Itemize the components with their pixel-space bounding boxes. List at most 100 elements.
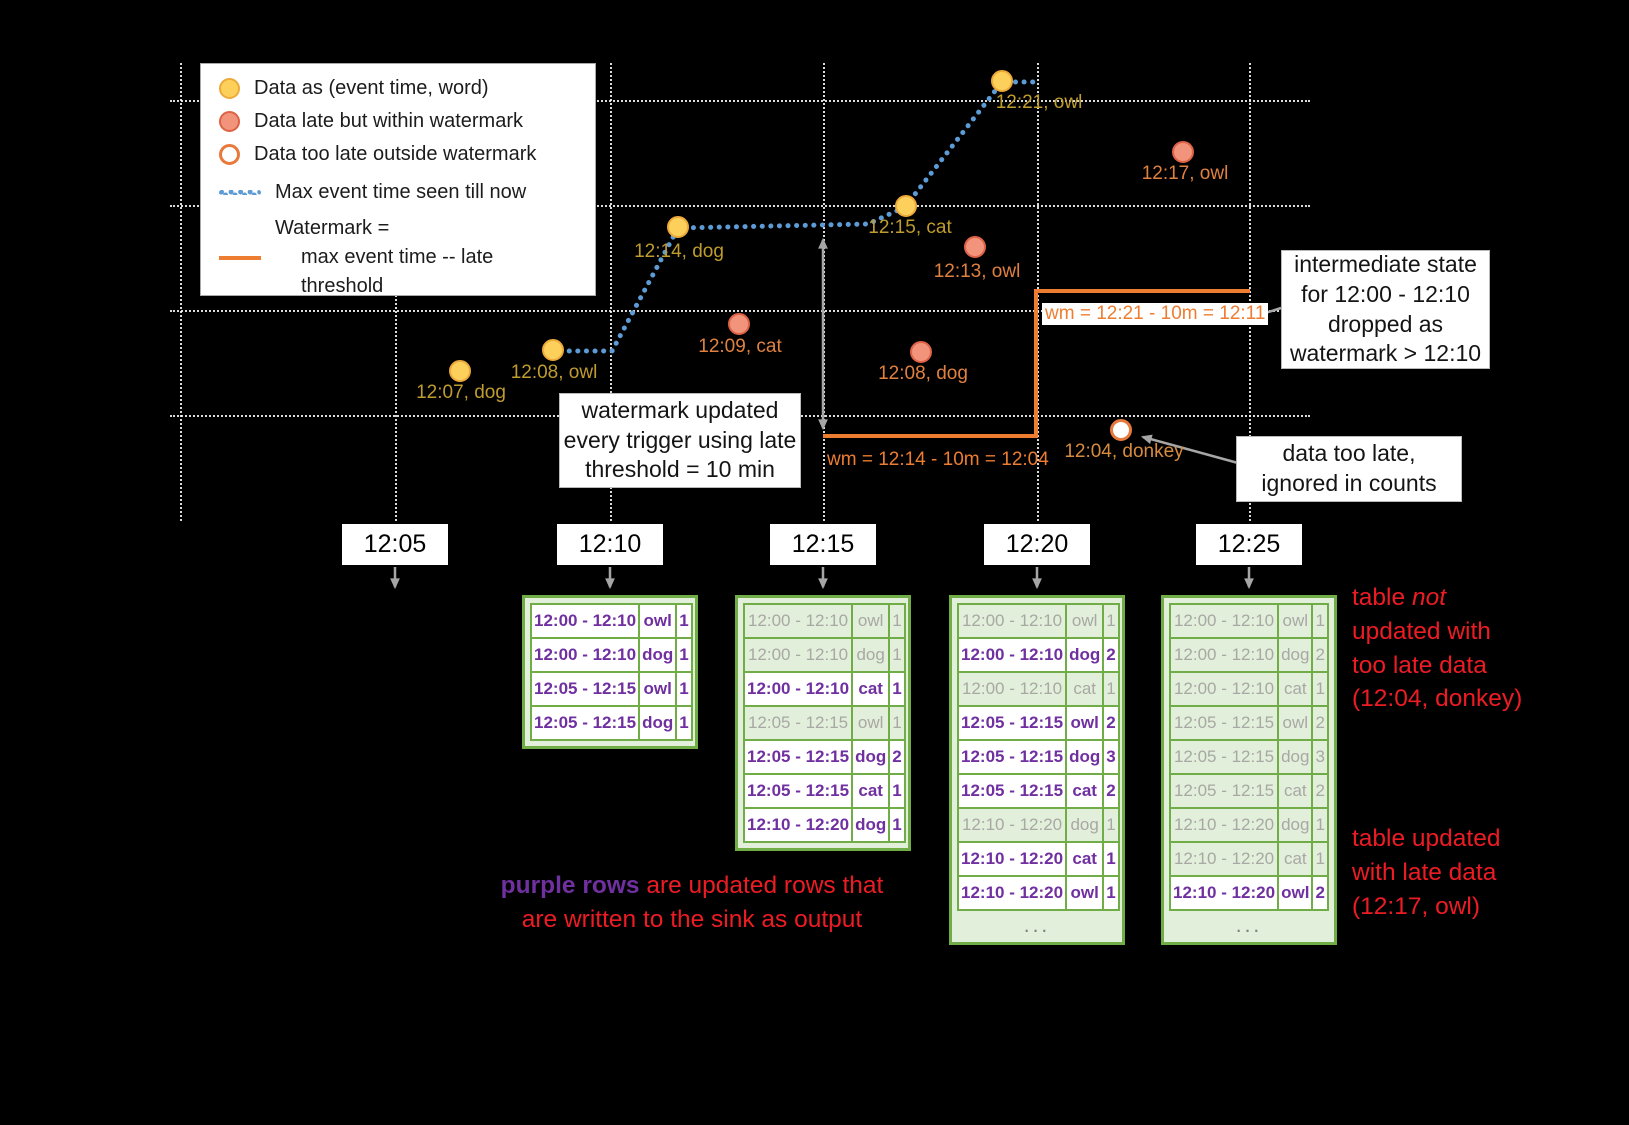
count-cell: 1 [1102,671,1120,707]
window-cell: 12:00 - 12:10 [1168,603,1280,639]
data-point-label: 12:21, owl [995,92,1083,113]
count-cell: 2 [888,739,906,775]
word-cell: dog [1065,807,1105,843]
legend: Data as (event time, word) Data late but… [200,63,596,297]
word-cell: cat [851,773,891,809]
count-cell: 2 [1311,875,1329,911]
gridline-vertical [823,63,825,521]
window-cell: 12:05 - 12:15 [1168,705,1280,741]
trigger-time-label: 12:05 [342,524,448,565]
data-point-label: 12:04, donkey [1064,441,1184,462]
word-cell: dog [851,637,891,673]
word-cell: owl [1065,705,1105,741]
window-cell: 12:00 - 12:10 [742,637,854,673]
legend-watermark-line1: Watermark = [275,217,390,239]
count-cell: 1 [888,603,906,639]
window-cell: 12:10 - 12:20 [1168,875,1280,911]
word-cell: cat [1277,773,1314,809]
data-point-label: 12:08, owl [510,362,598,383]
count-cell: 2 [1102,637,1120,673]
window-cell: 12:10 - 12:20 [956,875,1068,911]
word-cell: dog [638,637,678,673]
window-cell: 12:05 - 12:15 [742,773,854,809]
window-cell: 12:05 - 12:15 [956,773,1068,809]
data-point-toolate [1110,419,1132,441]
word-cell: cat [1065,773,1105,809]
word-cell: cat [1277,671,1314,707]
sink-note-rest: are updated rows that are written to the… [521,872,884,933]
window-cell: 12:10 - 12:20 [1168,807,1280,843]
dotted-line-icon [219,190,261,195]
trigger-time-label: 12:25 [1196,524,1302,565]
ellipsis-row: ... [1235,914,1263,937]
window-cell: 12:00 - 12:10 [956,637,1068,673]
word-cell: dog [1277,807,1314,843]
gridline-vertical [180,63,182,521]
window-cell: 12:05 - 12:15 [956,705,1068,741]
count-cell: 1 [675,671,693,707]
data-point-label: 12:13, owl [933,261,1021,282]
window-cell: 12:00 - 12:10 [742,603,854,639]
window-cell: 12:00 - 12:10 [529,603,641,639]
word-cell: dog [1277,637,1314,673]
legend-label: Data as (event time, word) [254,77,489,99]
late-point-icon [219,111,240,132]
trigger-time-label: 12:20 [984,524,1090,565]
callout-data-too-late: data too late, ignored in counts [1236,436,1462,502]
count-cell: 1 [1311,603,1329,639]
legend-label: Max event time seen till now [275,181,527,203]
trigger-time-label: 12:10 [557,524,663,565]
word-cell: cat [1065,671,1105,707]
callout-watermark-updated: watermark updated every trigger using la… [559,393,801,488]
data-point-label: 12:07, dog [416,382,506,403]
window-cell: 12:10 - 12:20 [956,807,1068,843]
data-point-label: 12:15, cat [868,217,952,238]
data-point-late [964,236,986,258]
legend-item: Max event time seen till now [219,181,577,204]
data-point-label: 12:14, dog [634,241,724,262]
trigger-time-label: 12:15 [770,524,876,565]
data-point-ontime [542,339,564,361]
data-point-label: 12:09, cat [698,336,782,357]
word-cell: cat [1277,841,1314,877]
count-cell: 1 [675,637,693,673]
word-cell: owl [1277,705,1314,741]
word-cell: dog [638,705,678,741]
gridline-vertical [1249,63,1251,521]
data-point-label: 12:08, dog [878,363,968,384]
data-point-late [1172,141,1194,163]
count-cell: 1 [1102,807,1120,843]
count-cell: 2 [1102,705,1120,741]
too-late-point-icon [219,144,240,165]
count-cell: 1 [675,603,693,639]
window-cell: 12:05 - 12:15 [529,705,641,741]
data-point-ontime [991,70,1013,92]
table-not-updated-note: table not updated with too late data (12… [1352,581,1522,716]
word-cell: dog [851,739,891,775]
legend-label: Watermark =max event time -- late thresh… [275,214,577,301]
on-time-point-icon [219,78,240,99]
word-cell: cat [1065,841,1105,877]
count-cell: 3 [1102,739,1120,775]
window-cell: 12:05 - 12:15 [1168,773,1280,809]
window-cell: 12:00 - 12:10 [1168,637,1280,673]
table-updated-note: table updated with late data (12:17, owl… [1352,825,1501,920]
data-point-ontime [667,216,689,238]
not-updated-italic: not [1411,584,1446,611]
window-cell: 12:10 - 12:20 [742,807,854,843]
window-cell: 12:00 - 12:10 [956,603,1068,639]
count-cell: 1 [1102,841,1120,877]
